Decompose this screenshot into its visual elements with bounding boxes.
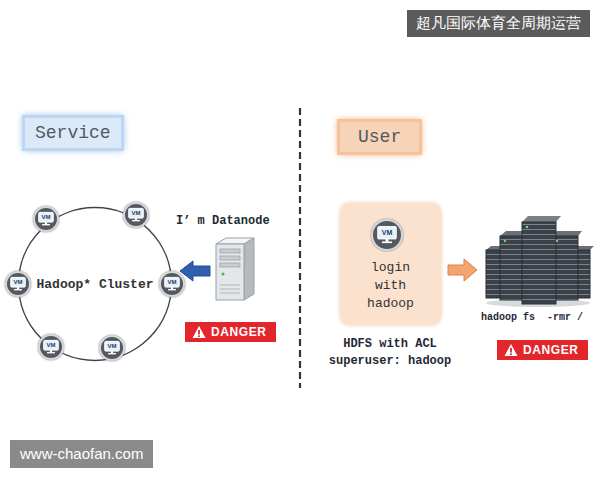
vm-label: VM bbox=[40, 342, 62, 349]
datanode-server bbox=[216, 238, 254, 300]
status-light bbox=[556, 240, 558, 242]
vm-icon: VM bbox=[159, 271, 185, 297]
server-racks bbox=[486, 216, 594, 307]
danger-badge: DANGER bbox=[497, 340, 588, 360]
monitor-base bbox=[108, 353, 116, 354]
monitor-stand bbox=[50, 350, 52, 352]
server-side bbox=[244, 238, 254, 300]
vm-icon: VM bbox=[371, 219, 403, 251]
vm-icon: VM bbox=[38, 334, 64, 360]
vm-icon: VM bbox=[123, 202, 149, 228]
acl-note: HDFS with ACL bbox=[343, 337, 437, 351]
vm-label: VM bbox=[101, 343, 123, 350]
warning-triangle bbox=[505, 344, 518, 356]
drive-bay bbox=[220, 263, 240, 267]
warning-mark bbox=[510, 348, 512, 353]
drive-bay bbox=[220, 249, 240, 253]
watermark: 超凡国际体育全周期运营 bbox=[407, 10, 590, 37]
monitor-stand bbox=[135, 218, 137, 220]
warning-symbol bbox=[192, 325, 206, 339]
section-tab: User bbox=[340, 122, 419, 152]
vm-label: VM bbox=[7, 279, 29, 286]
node-text: User bbox=[358, 126, 401, 148]
warning-triangle bbox=[193, 326, 206, 338]
warning-mark bbox=[510, 353, 512, 355]
warning-mark bbox=[198, 335, 200, 337]
node-text: DANGER bbox=[523, 343, 579, 357]
status-light bbox=[526, 226, 529, 229]
rack-top bbox=[522, 216, 561, 222]
vm-label: VM bbox=[125, 210, 147, 217]
status-light bbox=[504, 240, 506, 242]
warning-symbol bbox=[504, 343, 518, 357]
monitor-base bbox=[382, 241, 392, 243]
node-text: Hadoop* Cluster bbox=[36, 277, 153, 292]
node-text: DANGER bbox=[211, 325, 267, 339]
watermark: www-chaofan.com bbox=[10, 440, 153, 468]
node-text: Service bbox=[35, 122, 111, 144]
danger-badge: DANGER bbox=[185, 322, 276, 342]
monitor-base bbox=[132, 220, 140, 221]
vent-line bbox=[220, 293, 240, 294]
node-callout: I’ m Datanode bbox=[176, 214, 270, 228]
vm-label: VM bbox=[161, 279, 183, 286]
monitor-stand bbox=[171, 287, 173, 289]
login-box: VM login with hadoop bbox=[340, 203, 441, 325]
monitor-stand bbox=[386, 239, 389, 242]
divider-line bbox=[299, 108, 301, 388]
acl-note: superuser: hadoop bbox=[329, 354, 451, 368]
vm-icon: VM bbox=[5, 271, 31, 297]
server-front bbox=[216, 244, 244, 300]
vm-icon: VM bbox=[99, 335, 125, 361]
status-light bbox=[222, 273, 225, 276]
server-rack bbox=[522, 222, 556, 304]
monitor-stand bbox=[45, 222, 47, 224]
vent-line bbox=[220, 285, 240, 286]
command-text: hadoop fs -rmr / bbox=[481, 312, 583, 323]
monitor-stand bbox=[17, 287, 19, 289]
monitor-base bbox=[42, 224, 50, 225]
command-arrow bbox=[448, 259, 477, 281]
join-arrow bbox=[180, 261, 210, 281]
monitor-base bbox=[14, 289, 22, 290]
vm-label: VM bbox=[35, 214, 57, 221]
monitor-base bbox=[168, 289, 176, 290]
monitor-base bbox=[47, 352, 55, 353]
vm-label: VM bbox=[373, 229, 401, 237]
vm-icon: VM bbox=[33, 206, 59, 232]
node-text: login with hadoop bbox=[354, 259, 427, 313]
warning-mark bbox=[198, 330, 200, 335]
drive-bay bbox=[220, 256, 240, 260]
section-tab: Service bbox=[25, 118, 121, 148]
monitor-stand bbox=[111, 351, 113, 353]
vent-line bbox=[220, 289, 240, 290]
